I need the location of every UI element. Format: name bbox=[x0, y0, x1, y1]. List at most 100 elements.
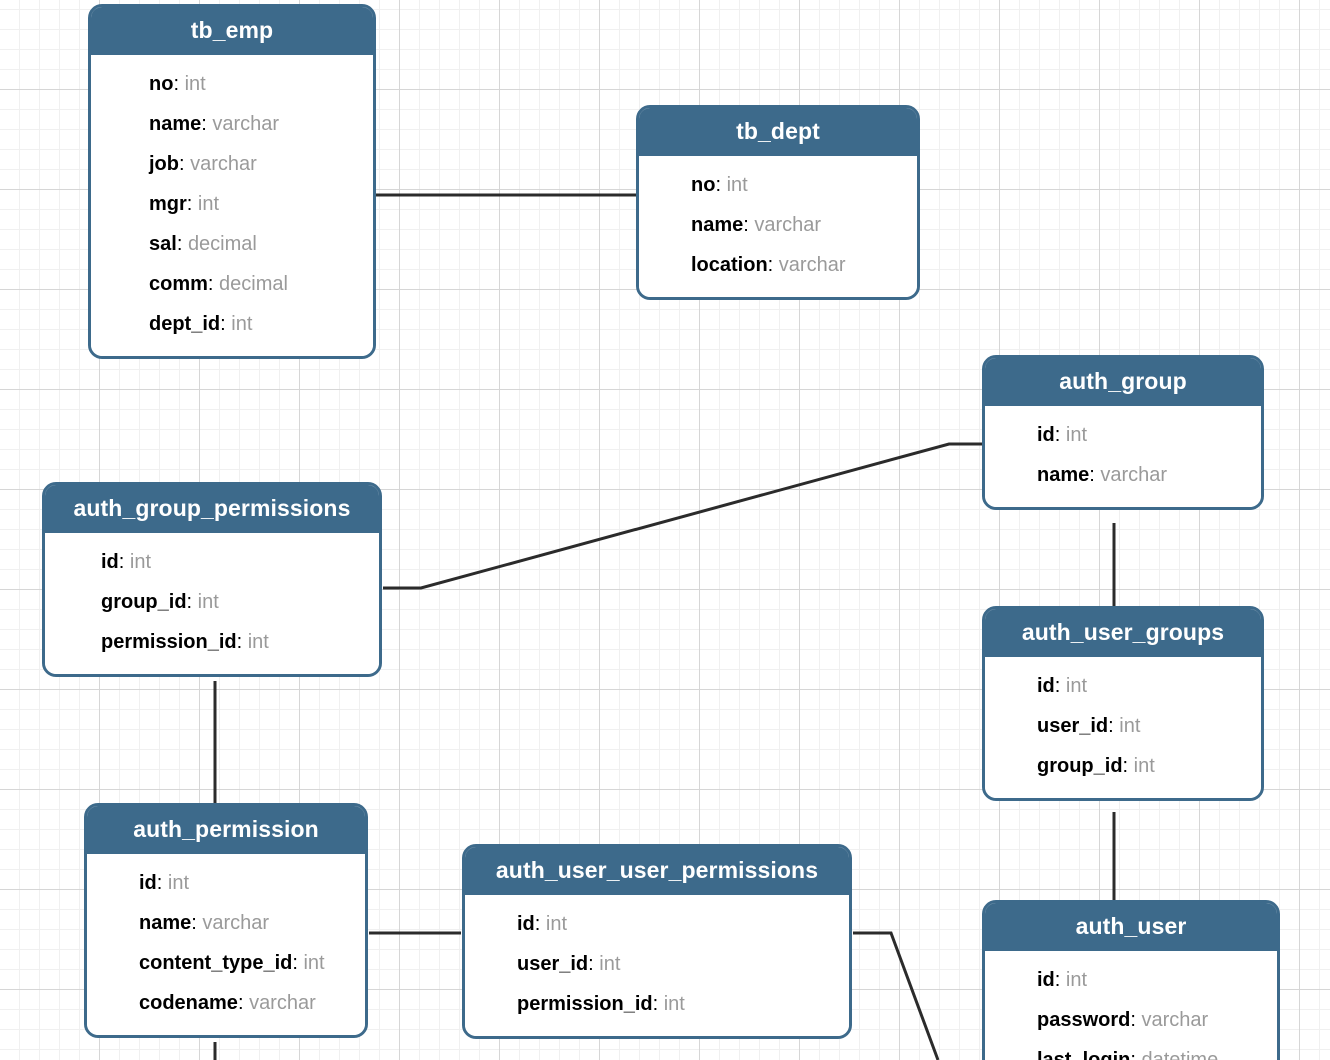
entity-title-auth_user_groups: auth_user_groups bbox=[985, 609, 1261, 657]
field-separator: : bbox=[534, 913, 546, 935]
field-name: permission_id bbox=[101, 631, 237, 653]
field-separator: : bbox=[220, 313, 232, 335]
field-type: int bbox=[1065, 969, 1088, 991]
field-type: decimal bbox=[219, 273, 288, 295]
field-row: id: int bbox=[985, 960, 1277, 1000]
field-name: name bbox=[691, 214, 744, 236]
field-separator: : bbox=[1122, 755, 1134, 777]
field-separator: : bbox=[588, 953, 600, 975]
field-separator: : bbox=[173, 73, 185, 95]
field-name: name bbox=[149, 113, 202, 135]
entity-title-auth_user: auth_user bbox=[985, 903, 1277, 951]
field-row: group_id: int bbox=[985, 746, 1261, 786]
field-type: varchar bbox=[202, 912, 270, 934]
entity-title-tb_emp: tb_emp bbox=[91, 7, 373, 55]
field-row: mgr: int bbox=[91, 184, 373, 224]
field-row: group_id: int bbox=[45, 582, 379, 622]
field-separator: : bbox=[1108, 715, 1120, 737]
field-row: comm: decimal bbox=[91, 264, 373, 304]
field-row: permission_id: int bbox=[465, 984, 849, 1024]
field-type: int bbox=[231, 313, 253, 335]
field-name: content_type_id bbox=[139, 952, 293, 974]
field-row: location: varchar bbox=[639, 245, 917, 285]
field-row: dept_id: int bbox=[91, 304, 373, 344]
field-separator: : bbox=[176, 233, 188, 255]
field-separator: : bbox=[118, 551, 130, 573]
field-type: int bbox=[247, 631, 269, 653]
field-name: password bbox=[1037, 1009, 1131, 1031]
field-separator: : bbox=[1089, 464, 1101, 486]
field-type: int bbox=[197, 591, 219, 613]
field-name: no bbox=[691, 174, 716, 196]
field-type: int bbox=[599, 953, 621, 975]
field-separator: : bbox=[156, 872, 168, 894]
field-separator: : bbox=[236, 631, 248, 653]
field-type: varchar bbox=[778, 254, 846, 276]
field-separator: : bbox=[1054, 675, 1066, 697]
field-name: mgr bbox=[149, 193, 187, 215]
field-type: datetime bbox=[1141, 1049, 1219, 1060]
field-separator: : bbox=[767, 254, 779, 276]
field-separator: : bbox=[1054, 424, 1066, 446]
field-row: name: varchar bbox=[639, 205, 917, 245]
field-row: name: varchar bbox=[87, 903, 365, 943]
field-row: id: int bbox=[985, 415, 1261, 455]
field-row: id: int bbox=[87, 863, 365, 903]
relationship-auth_user_user_permissions-to-auth_user[interactable] bbox=[853, 931, 940, 1060]
field-separator: : bbox=[186, 193, 198, 215]
field-row: no: int bbox=[639, 165, 917, 205]
field-type: int bbox=[303, 952, 325, 974]
field-type: varchar bbox=[1100, 464, 1168, 486]
field-row: id: int bbox=[985, 666, 1261, 706]
field-row: password: varchar bbox=[985, 1000, 1277, 1040]
field-type: varchar bbox=[754, 214, 822, 236]
field-separator: : bbox=[207, 273, 220, 295]
field-name: id bbox=[1037, 424, 1055, 446]
field-name: name bbox=[1037, 464, 1090, 486]
field-separator: : bbox=[201, 113, 213, 135]
field-name: id bbox=[139, 872, 157, 894]
field-type: int bbox=[129, 551, 152, 573]
field-type: int bbox=[1119, 715, 1141, 737]
field-name: dept_id bbox=[149, 313, 221, 335]
field-row: name: varchar bbox=[91, 104, 373, 144]
field-row: no: int bbox=[91, 64, 373, 104]
field-name: codename bbox=[139, 992, 238, 1014]
field-row: last_login: datetime bbox=[985, 1040, 1277, 1060]
field-type: int bbox=[1133, 755, 1155, 777]
field-type: int bbox=[167, 872, 190, 894]
field-type: varchar bbox=[212, 113, 280, 135]
field-name: name bbox=[139, 912, 192, 934]
field-type: decimal bbox=[187, 233, 257, 255]
field-type: int bbox=[663, 993, 685, 1015]
field-separator: : bbox=[1130, 1049, 1142, 1060]
field-name: job bbox=[149, 153, 179, 175]
relationship-auth_group_permissions-to-auth_group[interactable] bbox=[383, 442, 983, 590]
entity-title-auth_permission: auth_permission bbox=[87, 806, 365, 854]
field-row: permission_id: int bbox=[45, 622, 379, 662]
field-name: user_id bbox=[517, 953, 589, 975]
field-row: id: int bbox=[465, 904, 849, 944]
field-name: id bbox=[1037, 969, 1055, 991]
field-type: int bbox=[184, 73, 206, 95]
field-name: last_login bbox=[1037, 1049, 1131, 1060]
field-separator: : bbox=[715, 174, 727, 196]
field-name: id bbox=[101, 551, 119, 573]
field-row: content_type_id: int bbox=[87, 943, 365, 983]
